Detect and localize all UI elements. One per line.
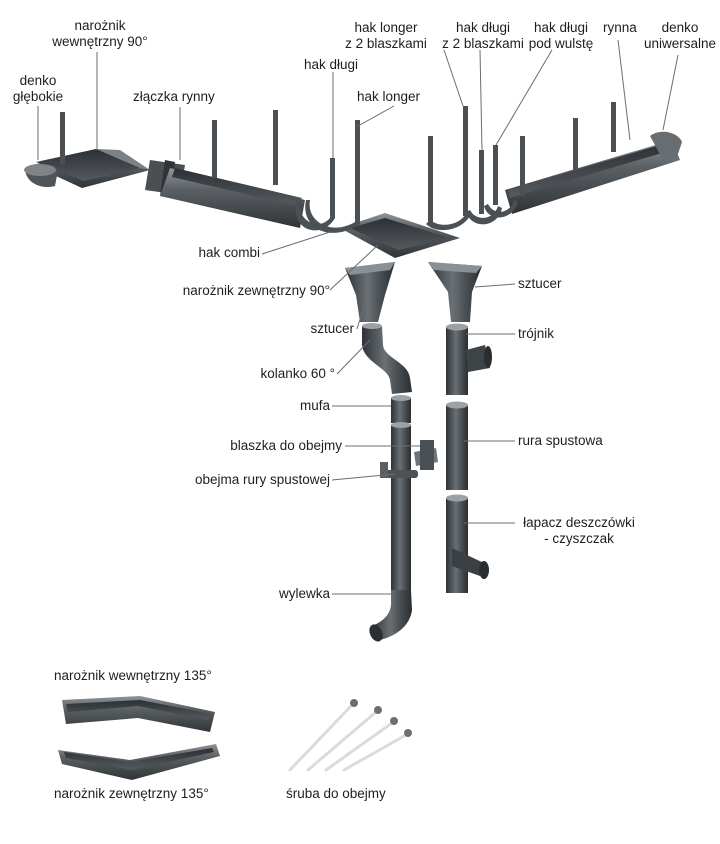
label-naroznik-wewn-90: narożnik wewnętrzny 90° [50,18,150,50]
denko-uniwersalne-part [650,131,682,160]
label-line: - czyszczak [544,531,614,546]
kolanko-part [362,323,412,394]
label-wylewka: wylewka [278,586,330,601]
label-line: hak długi [533,20,589,35]
downpipe-right [446,401,468,490]
label-line: uniwersalne [643,36,717,51]
label-hak-dlugi-2: hak długi z 2 blaszkami [431,20,535,52]
lapacz-part [446,494,489,593]
label-line: hak longer [354,20,418,35]
label-rynna: rynna [603,20,637,35]
sztucer-left-part [345,262,395,322]
gutter-hooks [60,102,616,233]
label-line: denko [19,73,57,88]
gutter-left-section [160,168,305,228]
naroznik-zewn-135-part [58,744,220,780]
gutter-right-section [505,140,680,214]
label-line: z 2 blaszkami [442,36,524,51]
label-sztucer-right: sztucer [518,276,562,291]
sztucer-right-part [428,262,482,322]
obejma-part [380,440,438,478]
label-hak-dlugi: hak długi [304,57,359,72]
label-sztucer-left: sztucer [310,321,354,336]
label-line: wewnętrzny 90° [52,34,148,49]
label-line: z 2 blaszkami [345,36,427,51]
label-kolanko: kolanko 60 ° [260,366,335,381]
naroznik-wewn-135-part [62,696,215,732]
label-denko-glebokie: denko głębokie [2,73,74,105]
label-denko-uniwersalne: denko uniwersalne [640,20,720,52]
label-naroznik-wewn-135: narożnik wewnętrzny 135° [54,668,212,683]
label-hak-longer: hak longer [357,89,421,104]
label-line: narożnik [74,18,126,33]
mufa-part [391,395,411,423]
label-mufa: mufa [299,398,330,413]
gutter-center-outer-corner [340,213,460,258]
label-hak-combi: hak combi [198,245,260,260]
leader-lines [37,39,679,595]
label-sruba: śruba do obejmy [286,786,386,801]
label-hak-longer-2: hak longer z 2 blaszkami [334,20,438,52]
label-naroznik-zewn-90: narożnik zewnętrzny 90° [182,283,330,298]
denko-glebokie-part [24,164,58,188]
label-zlaczka-rynny: złączka rynny [133,89,215,104]
label-obejma: obejma rury spustowej [194,472,330,487]
label-line: denko [661,20,699,35]
label-hak-dlugi-wulst: hak długi pod wulstę [524,20,598,52]
trojnik-part [446,323,492,395]
label-trojnik: trójnik [518,326,555,341]
sruby-part [288,703,408,772]
label-blaszka: blaszka do obejmy [230,438,342,453]
downpipe-left [391,422,411,595]
label-line: hak długi [455,20,511,35]
label-naroznik-zewn-135: narożnik zewnętrzny 135° [54,786,209,801]
label-line: głębokie [12,89,64,104]
sruby-heads [350,699,412,737]
label-rura: rura spustowa [518,433,603,448]
label-lapacz: łapacz deszczówki - czyszczak [514,515,644,547]
label-line: pod wulstę [528,36,594,51]
label-line: łapacz deszczówki [523,515,635,530]
wylewka-part [369,590,412,642]
